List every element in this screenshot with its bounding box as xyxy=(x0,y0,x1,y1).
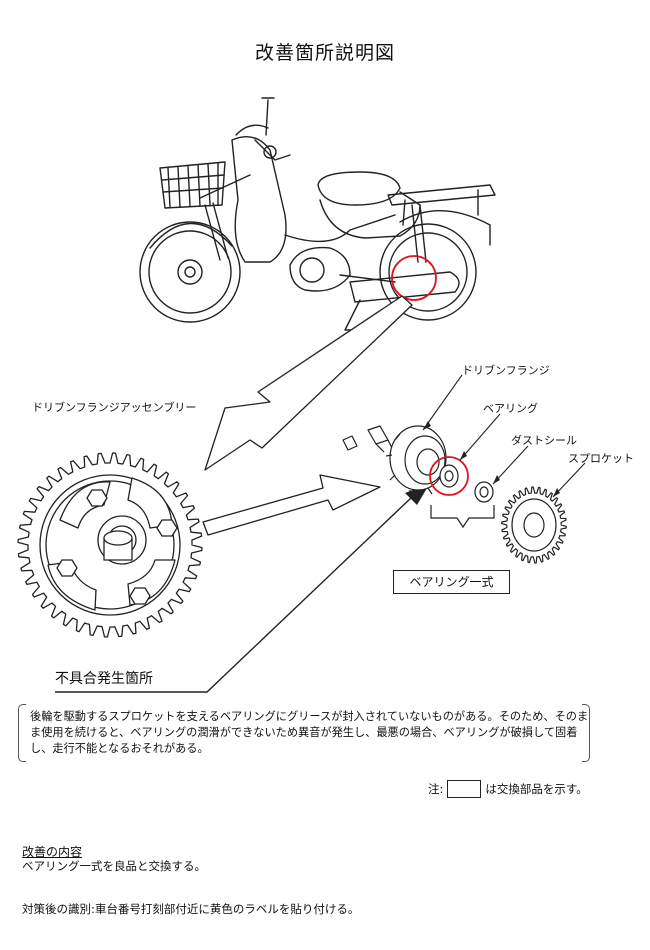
page-title: 改善箇所説明図 xyxy=(254,42,395,64)
label-dust-seal: ダストシール xyxy=(511,434,577,447)
note-suffix: は交換部品を示す。 xyxy=(485,782,588,796)
improvement-body: ベアリング一式を良品と交換する。 xyxy=(22,859,206,873)
description-bracket-left xyxy=(18,704,26,762)
bearing-set-brace xyxy=(430,505,495,529)
label-driven-flange: ドリブンフランジ xyxy=(462,364,550,377)
exploded-parts-drawing xyxy=(342,425,567,564)
label-bearing: ベアリング xyxy=(483,402,538,415)
note-swatch-box xyxy=(447,780,482,798)
description-panel: 後輪を駆動するスプロケットを支えるベアリングにグリースが封入されていないものがあ… xyxy=(18,704,590,762)
sprocket-assembly-drawing xyxy=(17,452,203,638)
label-bearing-set-box: ベアリング一式 xyxy=(393,570,510,594)
defect-leader-line xyxy=(55,496,413,693)
label-driven-flange-assembly: ドリブンフランジアッセンブリー xyxy=(32,401,197,414)
note-prefix: 注: xyxy=(428,782,444,796)
highlight-circle-bearing xyxy=(429,456,469,496)
motorcycle-drawing xyxy=(139,97,496,331)
label-defect-location: 不具合発生箇所 xyxy=(55,671,153,687)
identification-text: 対策後の識別:車台番号打刻部付近に黄色のラベルを貼り付ける。 xyxy=(22,902,360,916)
description-text: 後輪を駆動するスプロケットを支えるベアリングにグリースが封入されていないものがあ… xyxy=(30,710,589,755)
highlight-circle-motorcycle xyxy=(391,255,437,301)
pointer-arrows xyxy=(202,295,413,536)
replacement-note: 注: は交換部品を示す。 xyxy=(428,780,588,798)
label-sprocket: スプロケット xyxy=(568,452,634,465)
description-bracket-right xyxy=(582,704,590,762)
improvement-heading: 改善の内容 xyxy=(22,845,83,859)
